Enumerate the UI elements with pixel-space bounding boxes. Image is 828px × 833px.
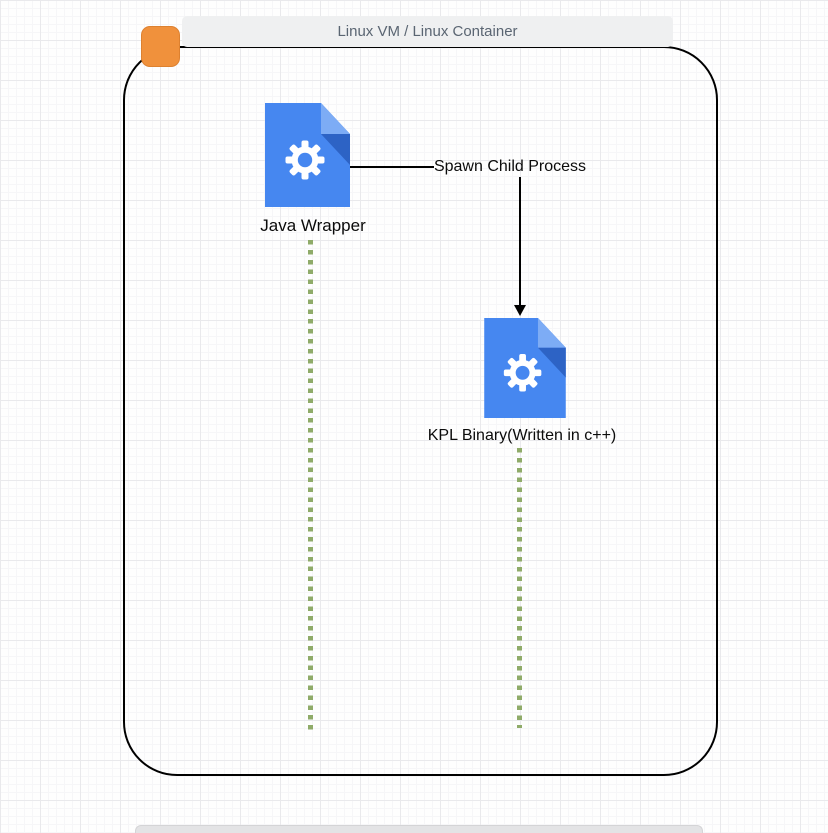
linux-vm-container-box [123, 46, 718, 776]
arrow-head-icon [514, 305, 526, 316]
java-wrapper-label: Java Wrapper [260, 216, 366, 235]
java-wrapper-gear-file-icon [265, 103, 350, 207]
arrow-line [519, 177, 521, 307]
bottom-partial-banner [135, 825, 703, 833]
container-title: Linux VM / Linux Container [337, 23, 518, 40]
connector-line [350, 166, 434, 168]
java-wrapper-lifeline [308, 240, 313, 735]
spawn-child-process-label: Spawn Child Process [433, 158, 587, 175]
container-title-banner: Linux VM / Linux Container [182, 16, 673, 47]
container-corner-handle [141, 26, 180, 67]
kpl-binary-label: KPL Binary(Written in c++) [427, 427, 617, 444]
kpl-binary-lifeline [517, 448, 522, 728]
kpl-binary-gear-file-icon [483, 318, 567, 418]
